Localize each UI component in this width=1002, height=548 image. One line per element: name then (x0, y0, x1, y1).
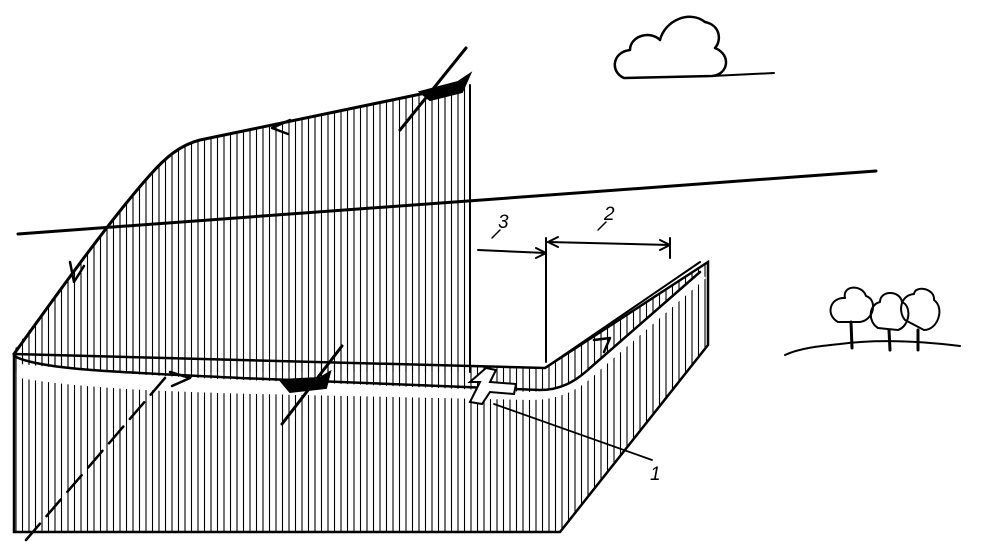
dashed-descent-line (24, 376, 167, 542)
label-three: 3 (498, 212, 509, 233)
label-one-leader (493, 403, 653, 461)
cloud-icon (613, 15, 775, 80)
dimension-markers (477, 221, 671, 363)
flight-path-upper (12, 88, 442, 356)
aircraft-upper-icon (398, 46, 473, 132)
label-one: 1 (650, 464, 661, 485)
label-two: 2 (603, 204, 615, 225)
trees-icon (784, 286, 961, 356)
direction-arrow-left (68, 260, 86, 284)
aircraft-outline-icon (467, 366, 518, 406)
flight-path-lower (12, 270, 702, 392)
aircraft-lower-icon (277, 344, 344, 426)
direction-arrow-right (592, 336, 612, 354)
flight-path-lower-inner (544, 261, 701, 369)
direction-arrow-upper (270, 118, 292, 136)
direction-arrow-lower (168, 370, 192, 388)
